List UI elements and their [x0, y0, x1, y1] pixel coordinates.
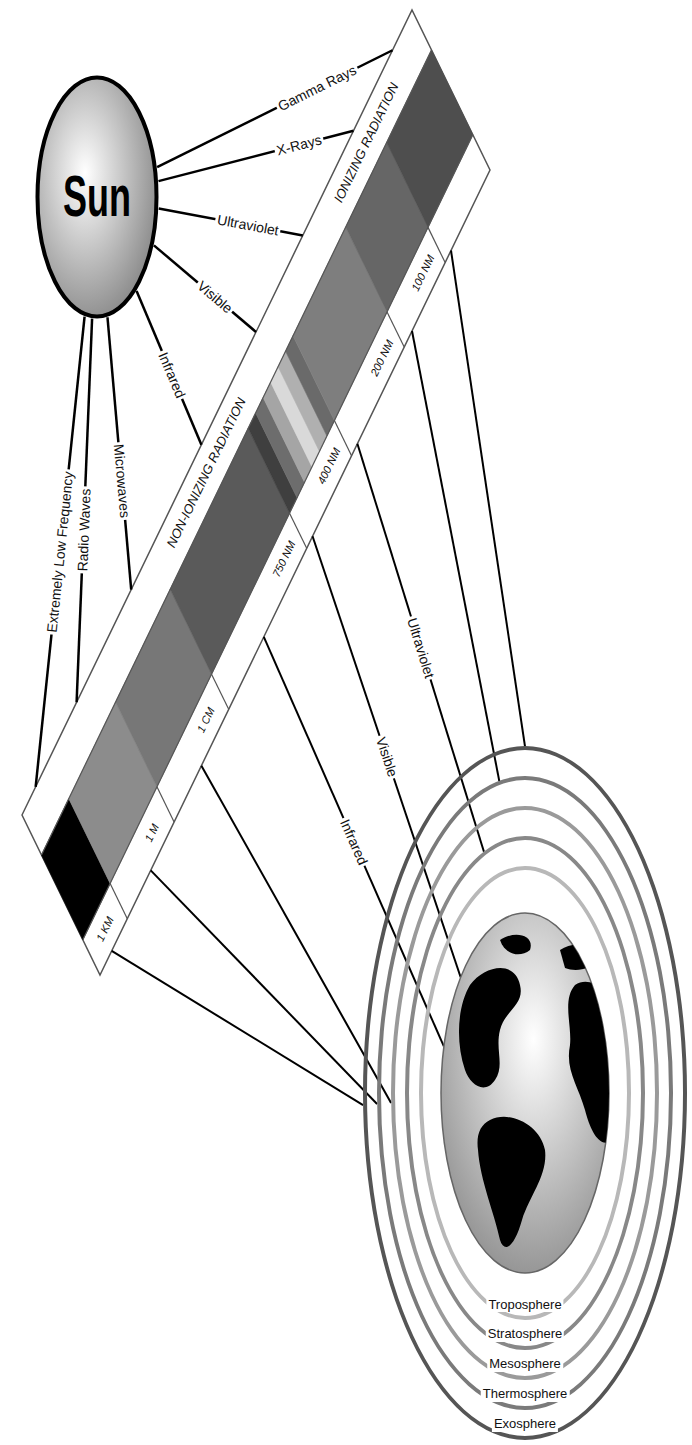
layer-label: Mesosphere — [487, 1357, 563, 1371]
sun-outline — [38, 78, 157, 317]
penetration-line — [412, 331, 499, 781]
scale-tick — [157, 787, 174, 822]
band-label: Ultraviolet — [214, 211, 282, 239]
penetration-line — [313, 536, 461, 977]
atmosphere-layer: Stratosphere Troposphere — [405, 836, 645, 1350]
penetration-line — [201, 766, 391, 1103]
sun-label: Sun — [63, 163, 131, 230]
continent — [459, 968, 521, 1087]
band-label: Infrared — [336, 815, 372, 869]
layer-label: Thermosphere — [481, 1387, 570, 1401]
band-label: Extremely Low Frequency — [44, 468, 77, 635]
layer-label: Troposphere — [486, 1298, 563, 1312]
scale-tick — [212, 674, 229, 709]
penetration-line — [112, 951, 363, 1105]
spectrum-frame — [22, 10, 490, 975]
atmosphere-layer: Exosphere Thermosphere Mesosphere Stratosph… — [363, 746, 687, 1439]
band-label: Radio Waves — [74, 486, 94, 573]
band-label: Infrared — [155, 348, 190, 402]
band-label: Ultraviolet — [403, 614, 438, 682]
spectrum-band — [387, 50, 473, 227]
penetration-line — [357, 444, 484, 852]
band-label: Gamma Rays — [273, 61, 360, 115]
band-label: Microwaves — [110, 441, 133, 520]
atmosphere-layer: Mesosphere Stratosphere Troposphere — [391, 806, 659, 1380]
continent — [560, 945, 600, 970]
continent — [478, 1117, 546, 1247]
band-label: X-Rays — [273, 131, 325, 159]
scale-tick — [110, 883, 127, 918]
ray-line — [137, 291, 202, 445]
layer-label: Stratosphere — [486, 1327, 564, 1341]
penetration-line — [151, 870, 377, 1104]
band-label: Visible — [372, 733, 402, 781]
penetration-line — [264, 637, 444, 1047]
continent — [568, 982, 612, 1143]
ray-line — [158, 131, 353, 181]
atmosphere-layer: Troposphere — [419, 866, 631, 1320]
strip-divider — [42, 50, 432, 855]
continent — [500, 935, 531, 955]
atmosphere-layer: Thermosphere Mesosphere Stratosphere Tropos… — [377, 776, 673, 1409]
band-label: Visible — [193, 277, 238, 318]
penetration-line — [451, 251, 525, 747]
sun-circle: Sun — [35, 75, 159, 319]
ray-line — [154, 245, 256, 332]
layer-label: Exosphere — [492, 1417, 558, 1431]
